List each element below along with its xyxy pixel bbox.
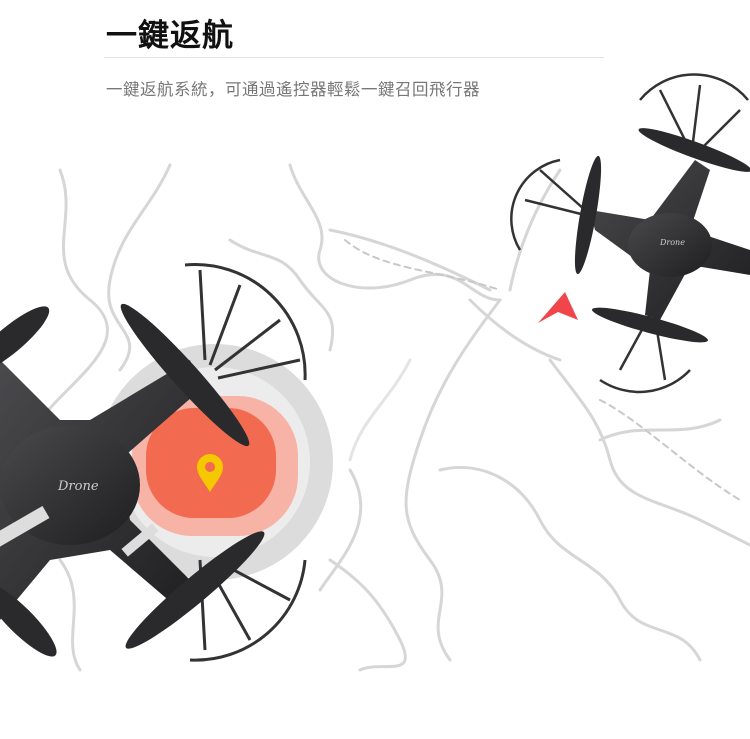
location-pin-icon (197, 454, 223, 492)
feature-description: 一鍵返航系統，可通過遙控器輕鬆一鍵召回飛行器 (106, 80, 480, 99)
page-title: 一鍵返航 (106, 18, 234, 54)
drone-large: Drone (0, 263, 307, 662)
divider (104, 57, 604, 58)
drone-small: Drone (510, 73, 750, 394)
drone-logo-small: Drone (659, 238, 685, 247)
propeller (0, 303, 265, 657)
drone-logo: Drone (57, 479, 99, 494)
navigation-arrow-icon (538, 292, 578, 323)
